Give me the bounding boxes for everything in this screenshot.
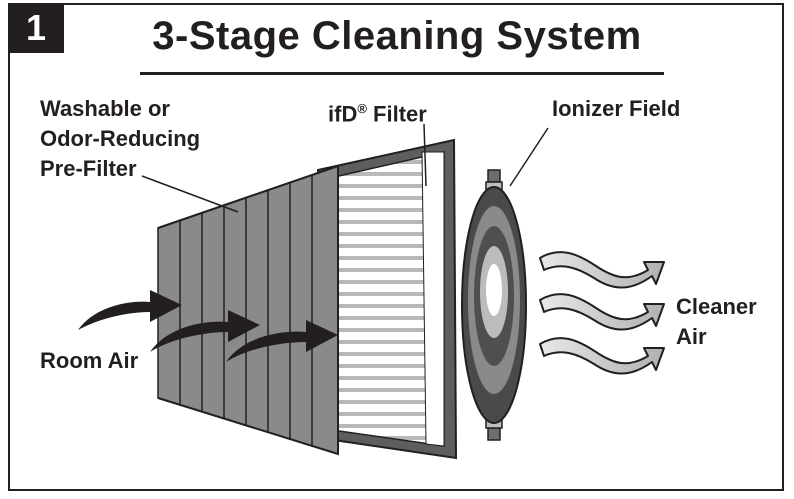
ionizer-field [461, 169, 527, 441]
leader-lines [141, 123, 549, 213]
cleaner-air-label-line: Cleaner [676, 294, 757, 319]
figure-frame [8, 3, 784, 491]
outflow-arrow-icon [539, 337, 665, 375]
ionizer-label: Ionizer Field [552, 96, 681, 121]
cleaner-air-label-line: Air [676, 324, 707, 349]
cleaner-air-arrows [539, 251, 665, 375]
outflow-arrow-icon [539, 251, 665, 289]
prefilter-label-line: Pre-Filter [40, 156, 137, 181]
ionizer-electrode-icon [487, 169, 501, 183]
inflow-arrow-icon [78, 290, 182, 330]
ifd-suffix: Filter [366, 101, 427, 127]
inflow-arrow-icon [150, 310, 260, 352]
room-air-label: Room Air [40, 348, 139, 373]
title-underline [140, 72, 664, 75]
cleaner-air-label: Cleaner Air [676, 292, 757, 352]
room-air-arrows [78, 290, 338, 362]
inflow-arrow-icon [226, 320, 338, 362]
prefilter-label: Washable or Odor-Reducing Pre-Filter [40, 94, 200, 184]
diagram-title: 3-Stage Cleaning System [152, 14, 642, 58]
ifd-filter [316, 138, 458, 460]
ifd-name: ifD [328, 101, 358, 127]
ionizer-electrode-icon [487, 427, 501, 441]
ifd-filter-label: ifD® Filter [328, 94, 427, 129]
step-badge: 1 [8, 3, 64, 53]
pre-filter [157, 164, 339, 456]
prefilter-label-line: Washable or [40, 96, 170, 121]
registered-mark: ® [357, 101, 367, 116]
outflow-arrow-icon [539, 293, 665, 331]
prefilter-label-line: Odor-Reducing [40, 126, 201, 151]
